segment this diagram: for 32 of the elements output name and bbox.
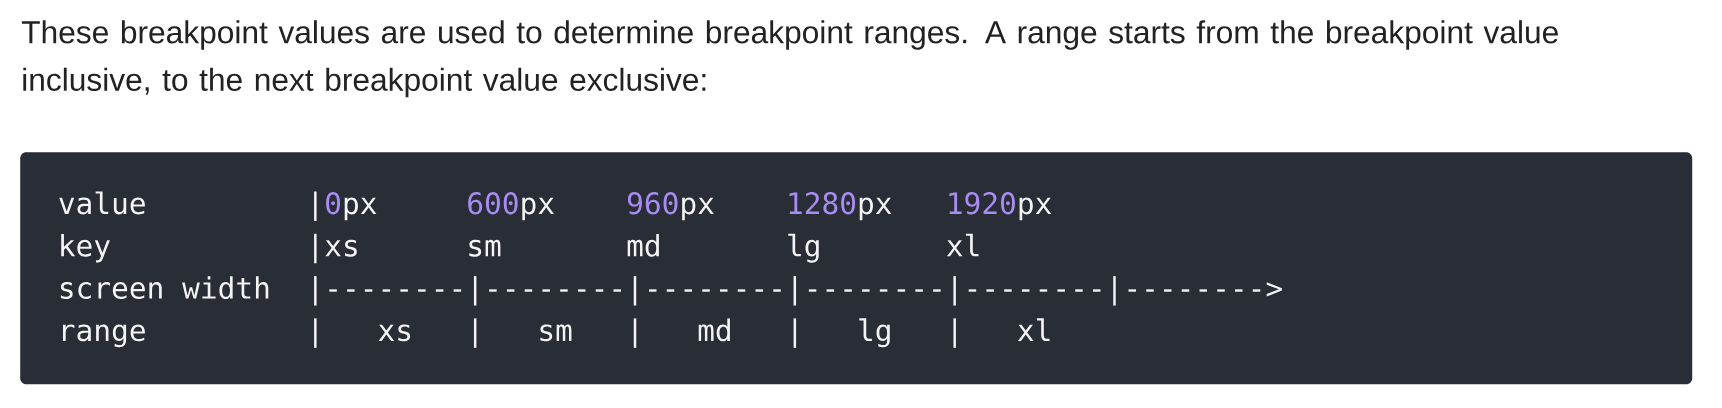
code-text: sm	[469, 239, 501, 257]
row-label: range	[63, 324, 145, 348]
code-text: xl	[946, 233, 979, 257]
code-text: |	[793, 318, 797, 348]
breakpoint-number: 1920	[949, 192, 1015, 215]
code-text: |	[633, 318, 637, 348]
code-text: px	[344, 197, 377, 221]
code-text: |	[953, 318, 956, 348]
code-text: md	[698, 318, 730, 342]
breakpoint-number: 960	[627, 192, 678, 215]
paragraph: These breakpoint values are used to determine breakpoint ranges. A range starts from the breakpoint value inclusive, to the next breakpoint value exclusive:	[21, 20, 1558, 98]
code-text: xs	[378, 324, 411, 342]
code-text: |	[473, 318, 477, 348]
code-text: lg	[788, 233, 819, 263]
breakpoint-number: 600	[468, 192, 518, 215]
breakpoint-number: 0	[326, 192, 341, 215]
code-text: |	[314, 191, 317, 221]
code-text: xl	[1017, 318, 1050, 341]
code-text: px	[522, 197, 554, 221]
code-text: px	[859, 197, 892, 221]
code-text: px	[682, 197, 714, 221]
row-label: value	[59, 191, 145, 215]
ascii-arrow: |--------|--------|--------|--------|--------|-------->	[314, 276, 1282, 306]
code-text: sm	[540, 324, 572, 342]
code-text: |xs	[314, 233, 357, 264]
code-text: |	[314, 318, 317, 348]
row-label: key	[61, 233, 110, 263]
code-text: md	[627, 233, 659, 257]
row-label: screen width	[60, 276, 269, 300]
breakpoint-number: 1280	[789, 192, 856, 215]
code-text: lg	[859, 318, 890, 348]
code-text: px	[1019, 197, 1052, 221]
